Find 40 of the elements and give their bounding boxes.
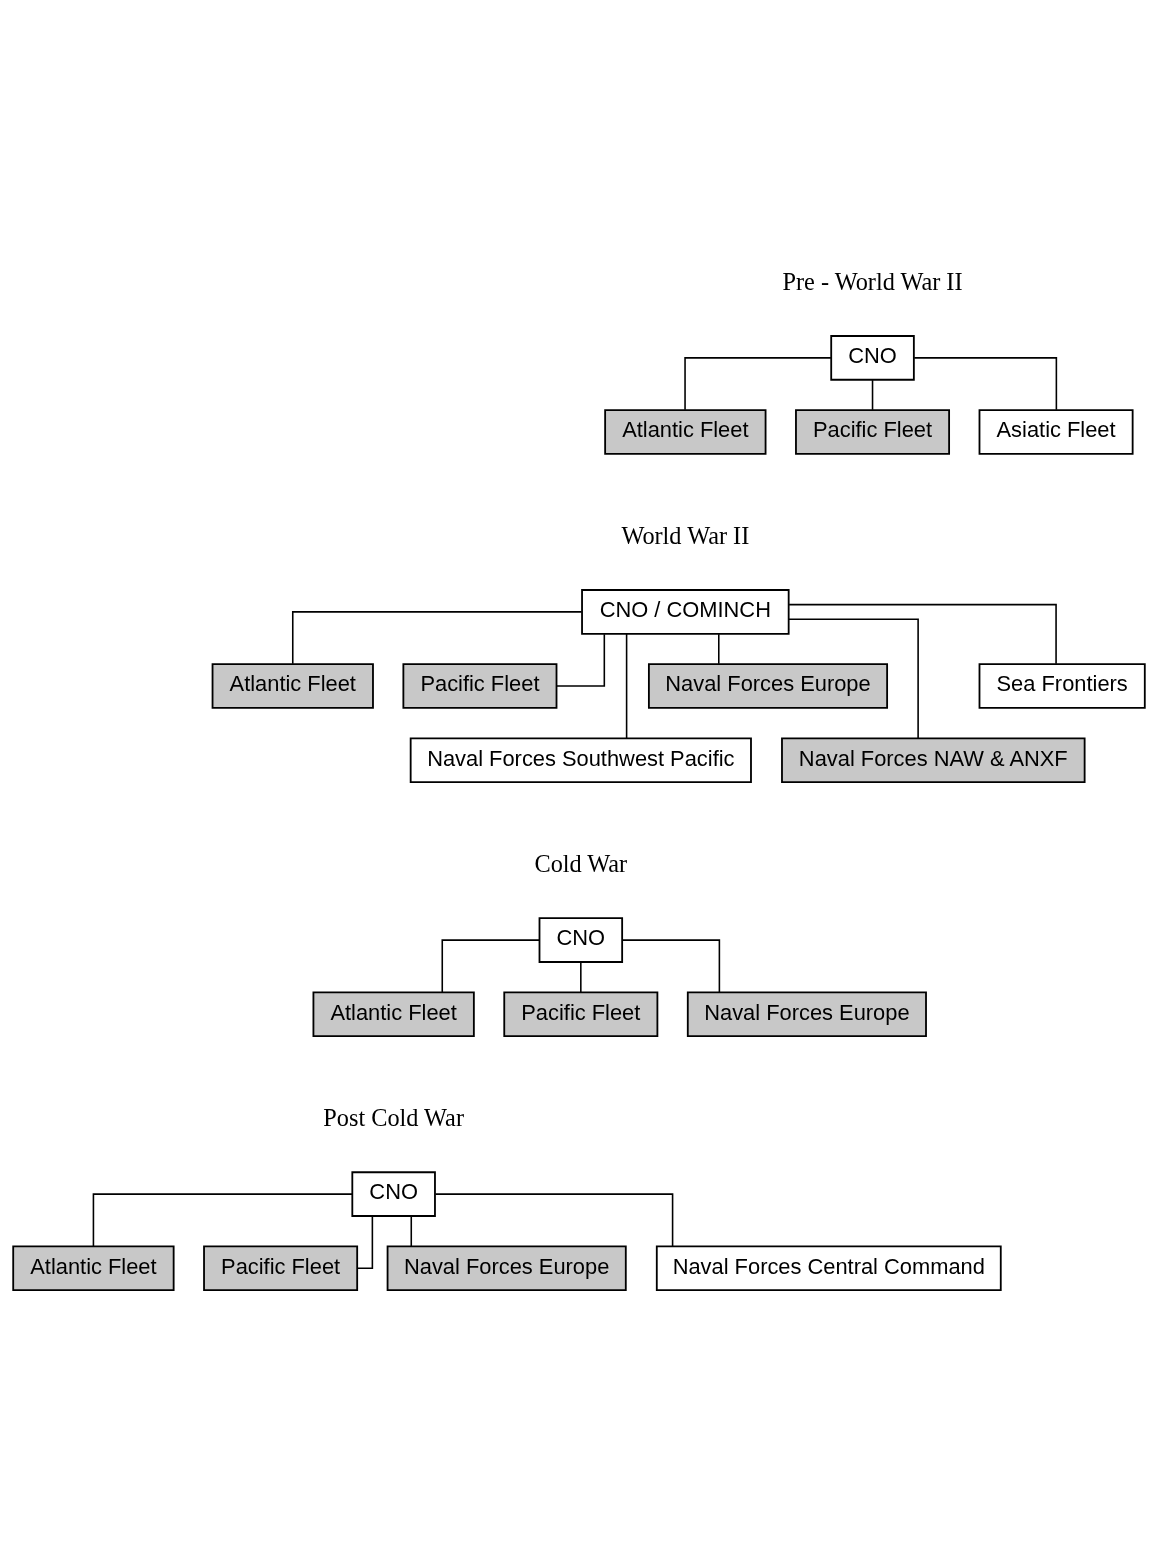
label: Post Cold War — [323, 1104, 464, 1132]
node-box: Naval Forces NAW & ANXF — [781, 737, 1086, 783]
connector — [625, 633, 628, 739]
connector — [580, 961, 582, 993]
node-box: Naval Forces Central Command — [655, 1245, 1002, 1292]
node-box: Atlantic Fleet — [312, 991, 475, 1037]
connector — [788, 618, 919, 739]
connector — [555, 633, 606, 687]
connector — [92, 1193, 353, 1247]
connector — [410, 1215, 413, 1247]
node-box: Pacific Fleet — [203, 1245, 359, 1292]
node-box: CNO / COMINCH — [581, 589, 790, 635]
node-box: Atlantic Fleet — [12, 1245, 175, 1292]
node-box: Naval Forces Europe — [648, 663, 889, 709]
connector — [913, 357, 1058, 411]
node-box: CNO — [830, 335, 915, 381]
node-box: Sea Frontiers — [978, 663, 1146, 709]
node-box: CNO — [538, 917, 624, 963]
node-box: Pacific Fleet — [795, 409, 950, 455]
connector — [871, 379, 874, 411]
connector — [291, 611, 583, 665]
node-box: CNO — [351, 1171, 436, 1217]
label: Cold War — [534, 850, 628, 878]
node-box: Naval Forces Europe — [686, 991, 927, 1037]
connector — [356, 1215, 374, 1270]
connector — [434, 1193, 674, 1247]
connector — [441, 939, 541, 993]
connector — [788, 603, 1057, 665]
node-box: Pacific Fleet — [402, 663, 558, 709]
node-box: Naval Forces Europe — [386, 1245, 627, 1292]
node-box: Naval Forces Southwest Pacific — [409, 737, 752, 783]
label: World War II — [621, 521, 750, 549]
node-box: Pacific Fleet — [503, 991, 659, 1037]
connector — [718, 633, 720, 665]
connector — [621, 939, 721, 993]
node-box: Atlantic Fleet — [604, 409, 767, 455]
node-box: Atlantic Fleet — [211, 663, 374, 709]
node-box: Asiatic Fleet — [978, 409, 1134, 455]
connector — [684, 357, 832, 411]
label: Pre - World War II — [782, 267, 963, 295]
